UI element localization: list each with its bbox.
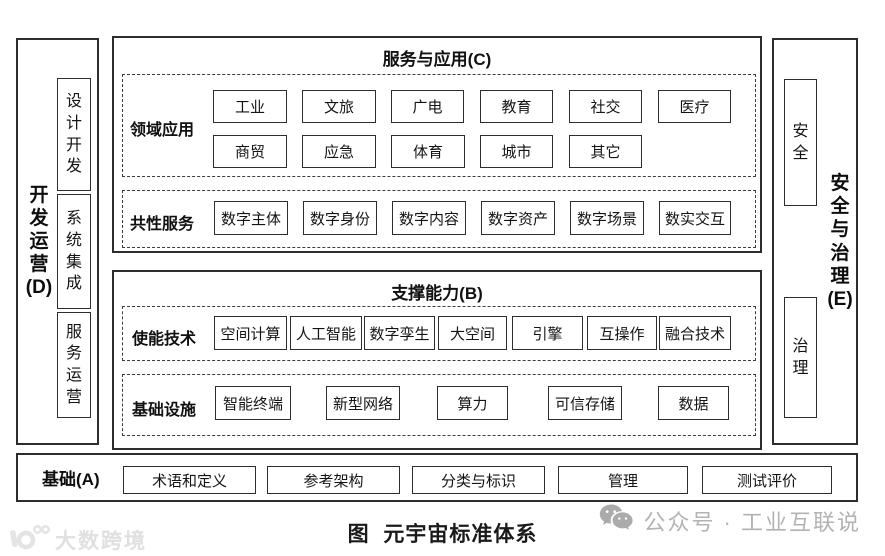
domain-app-box: 医疗 [658, 90, 731, 123]
infrastructure-box: 可信存储 [548, 386, 622, 420]
watermark-left: 大数跨境 [8, 522, 147, 556]
common-service-group [122, 190, 756, 248]
domain-app-box: 城市 [480, 135, 553, 168]
dev-ops-bar: 开发运营(D) 设计开发 系统集成 服务运营 [16, 38, 99, 445]
domain-app-box: 广电 [391, 90, 464, 123]
governance-label: 治理 [792, 337, 809, 377]
service-operation-label: 服务运营 [65, 323, 82, 406]
service-application-section: 服务与应用(C) 领域应用 工业 文旅 广电 教育 社交 医疗 商贸 应急 体育… [112, 36, 762, 253]
domain-app-box: 商贸 [213, 135, 287, 168]
support-capability-title: 支撑能力(B) [391, 284, 483, 303]
design-develop-box: 设计开发 [57, 78, 91, 191]
foundation-label: 基础(A) [42, 470, 100, 489]
enabling-tech-box: 空间计算 [214, 316, 287, 350]
infrastructure-label: 基础设施 [132, 402, 197, 419]
infrastructure-box: 算力 [437, 386, 508, 420]
infrastructure-group [122, 374, 756, 436]
domain-app-box: 文旅 [302, 90, 376, 123]
security-box: 安全 [784, 79, 817, 206]
enabling-tech-label: 使能技术 [132, 331, 197, 348]
domain-app-box: 其它 [569, 135, 642, 168]
dashukuajing-logo-icon [8, 522, 50, 556]
enabling-tech-box: 数字孪生 [364, 316, 435, 350]
wechat-icon [598, 503, 634, 539]
watermark-left-text: 大数跨境 [55, 529, 147, 553]
governance-box: 治理 [784, 297, 817, 418]
enabling-tech-box: 互操作 [587, 316, 657, 350]
enabling-tech-box: 大空间 [438, 316, 507, 350]
figure-caption: 图 元宇宙标准体系 [347, 523, 538, 546]
security-governance-label: 安全与治理(E) [827, 172, 853, 310]
dev-ops-label: 开发运营(D) [25, 184, 53, 299]
domain-app-box: 体育 [391, 135, 465, 168]
foundation-box: 术语和定义 [123, 466, 256, 494]
infrastructure-box: 智能终端 [215, 386, 291, 420]
foundation-section: 基础(A) 术语和定义 参考架构 分类与标识 管理 测试评价 [16, 453, 858, 502]
foundation-box: 分类与标识 [412, 466, 545, 494]
domain-application-label: 领域应用 [130, 122, 195, 139]
common-service-box: 数字身份 [303, 201, 377, 235]
service-operation-box: 服务运营 [57, 312, 91, 418]
common-service-box: 数实交互 [659, 201, 731, 235]
domain-application-group [122, 74, 756, 177]
watermark-right: 公众号 · 工业互联说 [598, 503, 861, 539]
common-service-box: 数字内容 [392, 201, 466, 235]
domain-app-box: 应急 [302, 135, 376, 168]
service-application-title: 服务与应用(C) [382, 50, 492, 69]
domain-app-box: 工业 [213, 90, 287, 123]
system-integration-label: 系统集成 [65, 210, 82, 293]
watermark-right-text: 公众号 · 工业互联说 [643, 510, 861, 535]
design-develop-label: 设计开发 [65, 93, 82, 176]
enabling-tech-box: 人工智能 [290, 316, 362, 350]
support-capability-section: 支撑能力(B) 使能技术 空间计算 人工智能 数字孪生 大空间 引擎 互操作 融… [112, 270, 762, 450]
foundation-box: 管理 [558, 466, 688, 494]
common-service-box: 数字资产 [481, 201, 555, 235]
enabling-tech-box: 融合技术 [659, 316, 731, 350]
infrastructure-box: 新型网络 [326, 386, 400, 420]
system-integration-box: 系统集成 [57, 194, 91, 309]
infrastructure-box: 数据 [658, 386, 729, 420]
common-service-box: 数字场景 [570, 201, 644, 235]
common-service-box: 数字主体 [214, 201, 288, 235]
enabling-tech-group [122, 306, 756, 361]
security-governance-bar: 安全 治理 安全与治理(E) [772, 38, 858, 445]
foundation-box: 参考架构 [267, 466, 400, 494]
security-label: 安全 [792, 122, 809, 162]
common-service-label: 共性服务 [130, 216, 195, 233]
domain-app-box: 教育 [480, 90, 553, 123]
foundation-box: 测试评价 [702, 466, 832, 494]
enabling-tech-box: 引擎 [512, 316, 583, 350]
domain-app-box: 社交 [569, 90, 642, 123]
